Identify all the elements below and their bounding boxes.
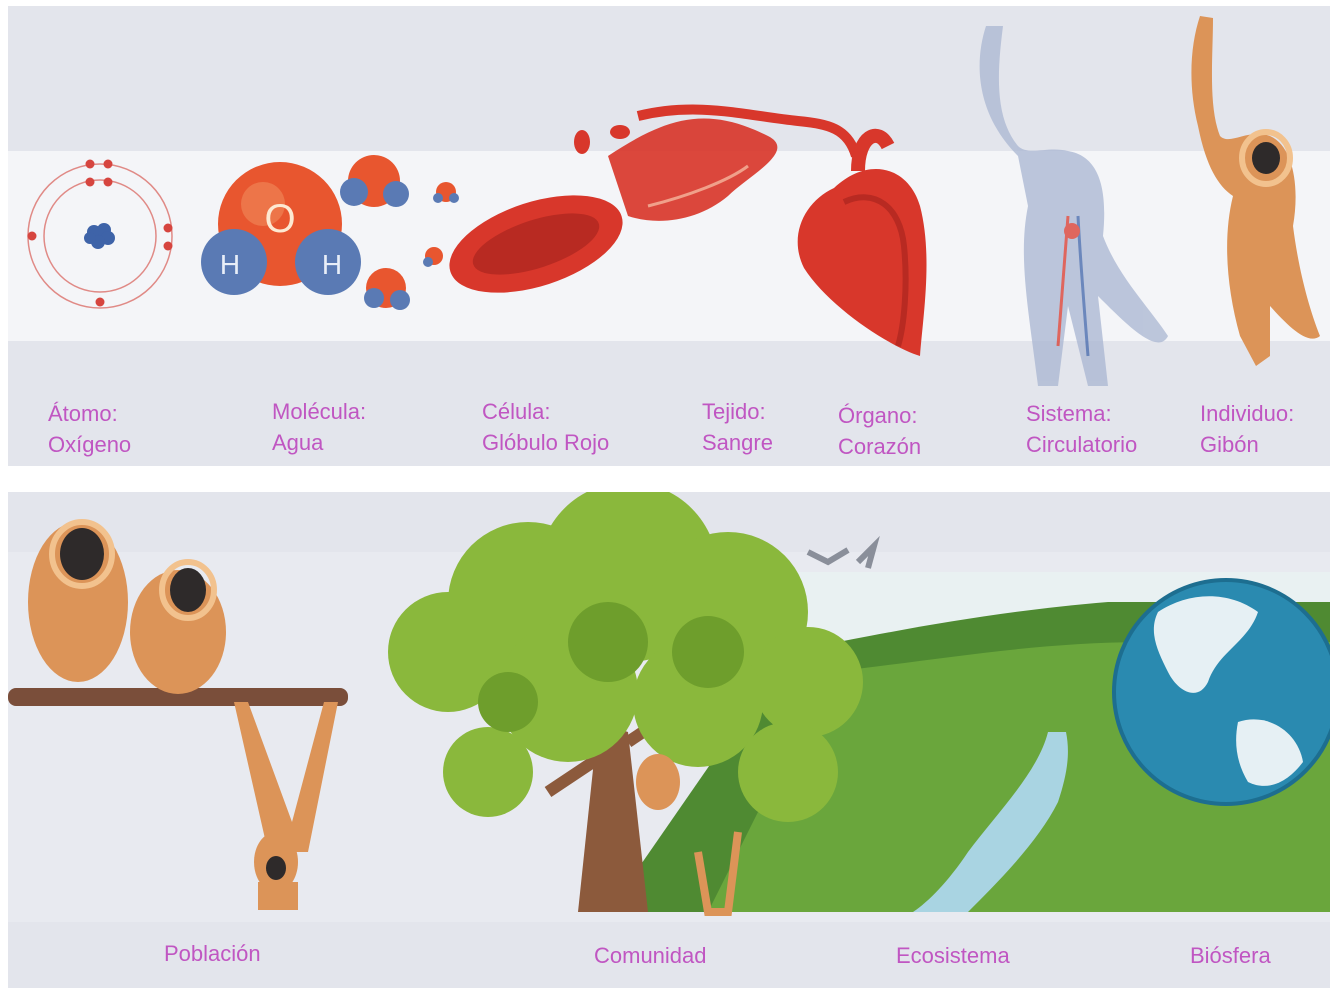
level-label-molecule: Molécula: Agua xyxy=(272,396,366,458)
organization-levels-top-panel: O H H xyxy=(8,6,1330,466)
level-label-tissue: Tejido: Sangre xyxy=(702,396,773,458)
top-illustrations: O H H xyxy=(8,6,1330,466)
level-label-atom: Átomo: Oxígeno xyxy=(48,398,131,460)
hydrogen-right-symbol: H xyxy=(322,249,342,280)
level-label-system: Sistema: Circulatorio xyxy=(1026,398,1137,460)
organization-levels-bottom-panel: Población Comunidad Ecosistema Biósfera xyxy=(8,492,1330,988)
bottom-illustrations xyxy=(8,492,1330,988)
red-blood-cell-icon xyxy=(437,125,634,312)
level-label-cell: Célula: Glóbulo Rojo xyxy=(482,396,609,458)
oxygen-symbol: O xyxy=(264,197,295,241)
heart-icon xyxy=(798,136,927,356)
level-label-biosphere: Biósfera xyxy=(1190,940,1271,971)
hydrogen-left-symbol: H xyxy=(220,249,240,280)
level-label-community: Comunidad xyxy=(594,940,707,971)
circulatory-system-icon xyxy=(980,26,1168,386)
level-label-organ: Órgano: Corazón xyxy=(838,400,921,462)
level-label-ecosystem: Ecosistema xyxy=(896,940,1010,971)
level-label-population: Población xyxy=(164,938,261,969)
gibbon-icon xyxy=(1191,16,1320,366)
earth-globe-icon xyxy=(1114,580,1330,804)
oxygen-atom-icon xyxy=(28,160,173,309)
water-molecule-icon xyxy=(201,155,459,310)
level-label-individual: Individuo: Gibón xyxy=(1200,398,1294,460)
